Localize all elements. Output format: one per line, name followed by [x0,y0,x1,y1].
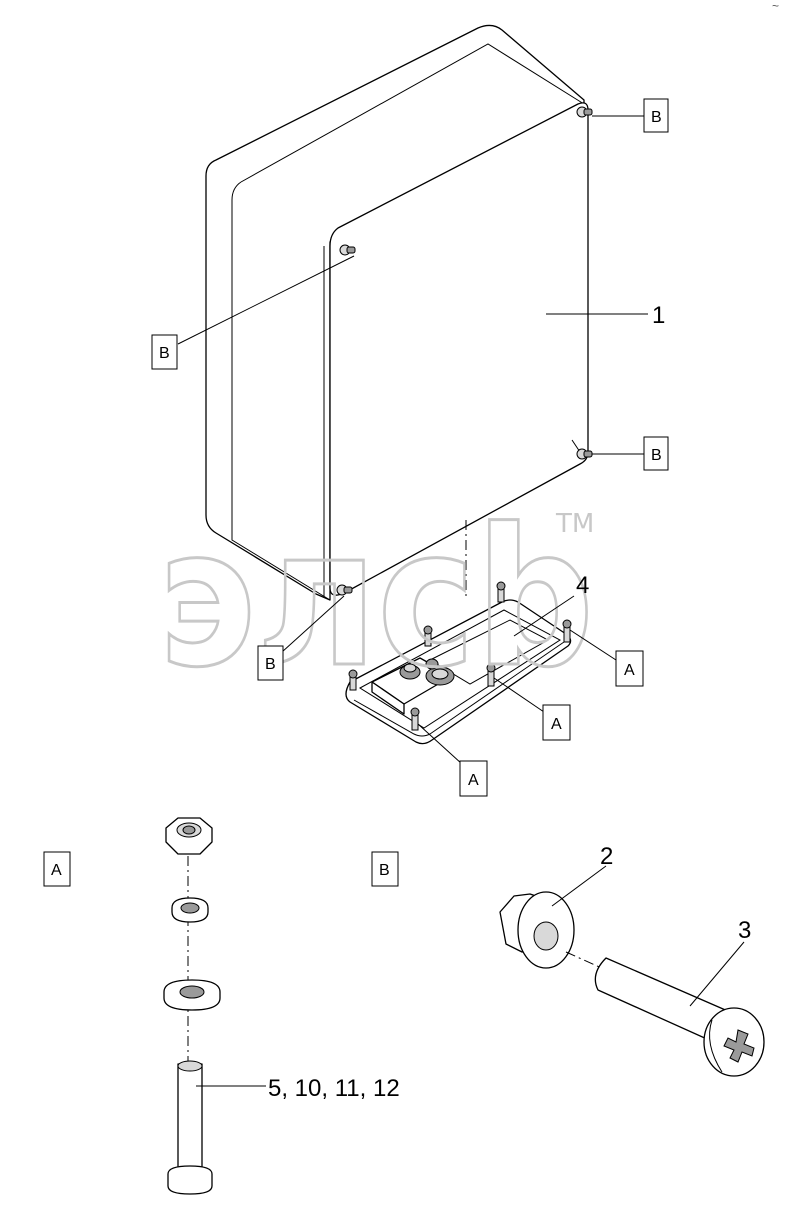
detail-b-label: B [371,851,399,887]
plate-studs [348,581,572,731]
svg-text:A: A [551,716,562,733]
part-number-stud-set: 5, 10, 11, 12 [268,1075,400,1102]
watermark-tm: TM [555,509,594,539]
screw-part-3 [594,957,765,1077]
hex-nut [165,817,213,855]
part-number-1: 1 [652,302,665,329]
callout-a-bottom: A [459,760,488,797]
callout-a-right: A [615,650,644,687]
spring-washer [171,897,209,923]
callout-b-bottom: B [257,645,284,681]
flat-washer [163,979,221,1011]
corner-mark: ~ [772,0,779,13]
svg-text:A: A [51,862,62,879]
sleeve-part-2 [499,891,575,969]
svg-text:A: A [624,662,635,679]
cover-screw-top-left [339,244,356,256]
callout-b-mid-right: B [643,436,669,471]
callout-b-top-right: B [643,98,669,133]
svg-text:B: B [651,447,662,464]
detail-a-label: A [43,851,71,887]
detail-a-fastener-stack [163,817,266,1195]
stud-bolt [167,1060,213,1195]
svg-text:B: B [265,656,276,673]
cover-screw-top-right [576,106,593,118]
watermark-text: элсb [158,488,594,709]
svg-text:A: A [468,772,479,789]
callout-a-middle: A [542,704,571,741]
cover-screw-bottom-left [336,584,353,596]
detail-b-screw-assembly [499,865,765,1077]
svg-text:B: B [379,862,390,879]
part-number-2: 2 [600,843,613,870]
svg-text:B: B [159,345,170,362]
cover-screw-bottom-right [571,439,593,460]
enclosure-part-1 [205,24,593,601]
part-number-3: 3 [738,917,751,944]
watermark: элсb TM [157,487,596,711]
svg-text:B: B [651,109,662,126]
part-number-4: 4 [576,572,589,599]
callout-b-left: B [151,334,178,370]
